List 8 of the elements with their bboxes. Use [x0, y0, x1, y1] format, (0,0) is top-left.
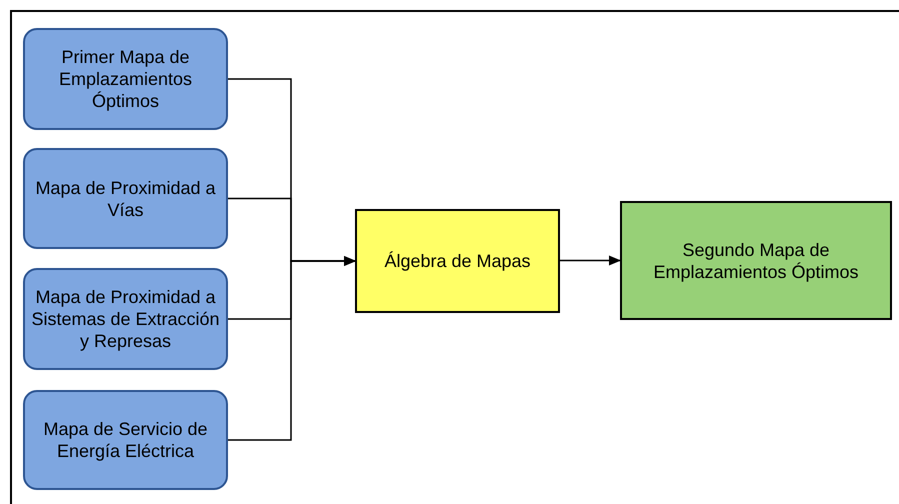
map-box: Primer Mapa de Emplazamientos Óptimos	[23, 28, 228, 130]
process-box: Álgebra de Mapas	[355, 209, 560, 313]
map-box: Mapa de Proximidad a Vías	[23, 148, 228, 249]
result-box: Segundo Mapa de Emplazamientos Óptimos	[620, 201, 892, 320]
arrow	[228, 256, 356, 441]
arrow	[560, 256, 621, 266]
map-box: Mapa de Servicio de Energía Eléctrica	[23, 390, 228, 490]
map-box: Mapa de Proximidad a Sistemas de Extracción y Represas	[23, 268, 228, 370]
